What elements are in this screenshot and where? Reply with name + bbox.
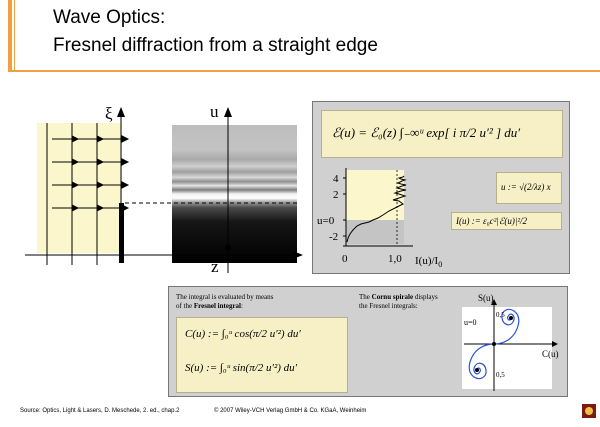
xi-axis-arrowhead (117, 107, 125, 117)
integral-note-suffix: : (241, 302, 243, 310)
integral-note: The integral is evaluated by means of th… (176, 293, 273, 311)
upper-limit-marker (509, 316, 513, 320)
header-accent-line (14, 0, 15, 70)
u-axis-arrowhead (224, 107, 232, 117)
cornu-note: The Cornu spirale displays the Fresnel i… (359, 293, 438, 311)
lower-limit-marker (475, 368, 479, 372)
x-tick-1: 1,0 (388, 253, 402, 265)
fresnel-integrals-box: C(u) := ∫₀ᵘ cos(π/2 u′²) du′ S(u) := ∫₀ᵘ… (176, 317, 348, 393)
cornu-panel: The integral is evaluated by means of th… (168, 286, 568, 397)
integral-note-bold: Fresnel integral (193, 302, 242, 310)
cornu-plot-area (462, 307, 552, 389)
cornu-spiral-upper (493, 308, 520, 345)
cornu-spiral-plot: S(u) C(u) u=0 0,5 0,5 (462, 293, 559, 391)
x-tick-0: 0 (342, 253, 348, 265)
wave-region (37, 123, 122, 253)
main-equation: ℰ(u) = ℰ₀(z) ∫₋∞ᵘ exp[ i π/2 u′² ] du′ (332, 125, 521, 140)
y-tick-4: 4 (333, 173, 339, 185)
cornu-note-suffix: displays (413, 293, 438, 301)
cornu-note-line2: the Fresnel integrals: (359, 302, 418, 310)
c-equation: C(u) := ∫₀ᵘ cos(π/2 u′²) du′ (185, 328, 301, 340)
origin-dot (225, 245, 231, 251)
footer-source: Source: Optics, Light & Lasers, D. Mesch… (20, 408, 180, 414)
edge-diffraction-diagram: ξ u z (25, 102, 303, 276)
xi-label: ξ (105, 104, 113, 123)
y-tick-2: 2 (333, 189, 339, 201)
intensity-curve (346, 175, 407, 243)
cornu-note-line1: The Cornu spirale displays (359, 293, 438, 302)
intensity-plot: 4 2 u=0 -2 0 1,0 I(u)/I0 (317, 168, 442, 269)
y-tick-u0: u=0 (317, 215, 335, 227)
tick-pos-label: 0,5 (496, 311, 505, 319)
c-axis-label: C(u) (542, 349, 559, 359)
origin-marker (492, 342, 496, 346)
u0-label: u=0 (464, 318, 477, 327)
main-equation-box: ℰ(u) = ℰ₀(z) ∫₋∞ᵘ exp[ i π/2 u′² ] du′ (321, 110, 563, 158)
intensity-definition: I(u) := ε₀c²|ℰ(u)|²/2 (456, 216, 528, 226)
slide-title-line2: Fresnel diffraction from a straight edge (53, 35, 378, 56)
s-axis-label: S(u) (478, 293, 494, 303)
x-axis-label: I(u)/I0 (415, 255, 442, 269)
s-equation: S(u) := ∫₀ᵘ sin(π/2 u′²) du′ (185, 362, 298, 374)
publisher-logo-mark-icon (585, 407, 593, 415)
header-divider (8, 70, 600, 72)
u-definition-box: u := √(2/λz) x (496, 172, 562, 204)
tick-neg-label: 0,5 (496, 371, 505, 379)
integral-note-prefix: of the (176, 302, 194, 310)
z-axis-arrowhead (293, 251, 303, 259)
intensity-definition-box: I(u) := ε₀c²|ℰ(u)|²/2 (451, 212, 562, 230)
slide-title-line1: Wave Optics: (53, 7, 166, 28)
s-axis-arrowhead (491, 299, 497, 305)
cornu-note-prefix: The (359, 293, 372, 301)
slide-header: Wave Optics: Fresnel diffraction from a … (0, 0, 600, 74)
cornu-spiral-lower (468, 343, 495, 380)
cornu-note-bold: Cornu spirale (371, 293, 414, 301)
u-label: u (210, 102, 219, 121)
plot-ticks (343, 177, 346, 237)
header-accent-bar (8, 0, 12, 70)
u-definition: u := √(2/λz) x (501, 182, 551, 192)
integral-note-line1: The integral is evaluated by means (176, 293, 274, 301)
fringe-pattern (172, 125, 297, 263)
c-axis-arrowhead (552, 341, 558, 347)
y-tick-neg2: -2 (329, 231, 338, 243)
formula-panel: ℰ(u) = ℰ₀(z) ∫₋∞ᵘ exp[ i π/2 u′² ] du′ u… (312, 101, 570, 274)
wavefront-lines (46, 123, 98, 265)
integral-note-line2: of the Fresnel integral: (176, 302, 273, 311)
z-label: z (211, 257, 219, 276)
shadow-area (346, 220, 404, 244)
footer-copyright: © 2007 Wiley-VCH Verlag GmbH & Co. KGaA,… (214, 408, 367, 414)
